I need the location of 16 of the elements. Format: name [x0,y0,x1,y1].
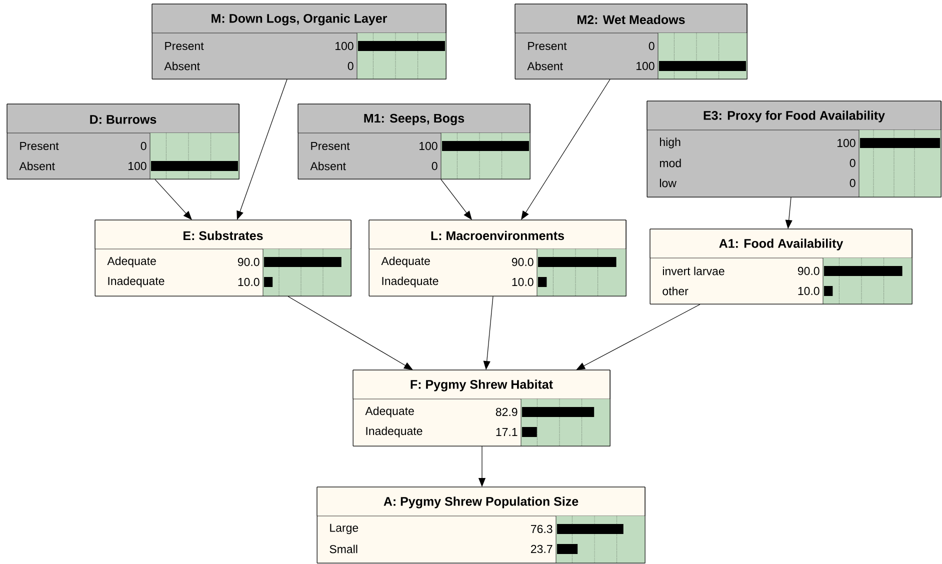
network-node: A: Pygmy Shrew Population Size Large 76.3 Small 23.7 [316,486,646,564]
network-node: M2: Wet Meadows Present 0 Absent 100 [514,4,748,80]
network-node: F: Pygmy Shrew Habitat Adequate 82.9 Inadequate 17.1 [352,370,610,446]
network-node: E: Substrates Adequate 90.0 Inadequate 10.0 [94,220,352,296]
network-node: A1: Food Availability invert larvae 90.0 other 10.0 [650,228,912,304]
network-node: E3: Proxy for Food Availability high 100 mod 0 low 0 [646,100,942,198]
arrow [440,179,472,220]
network-node: M1: Seeps, Bogs Present 100 Absent 0 [298,104,530,180]
arrow [154,179,192,220]
arrow [521,79,610,220]
arrow [576,304,700,370]
network-node: D: Burrows Present 0 Absent 100 [6,104,240,180]
network-node: L: Macroenvironments Adequate 90.0 Inadequate 10.0 [368,220,626,296]
arrow [236,79,288,220]
network-node: M: Down Logs, Organic Layer Present 100 Absent 0 [152,4,446,80]
arrow [288,296,413,370]
